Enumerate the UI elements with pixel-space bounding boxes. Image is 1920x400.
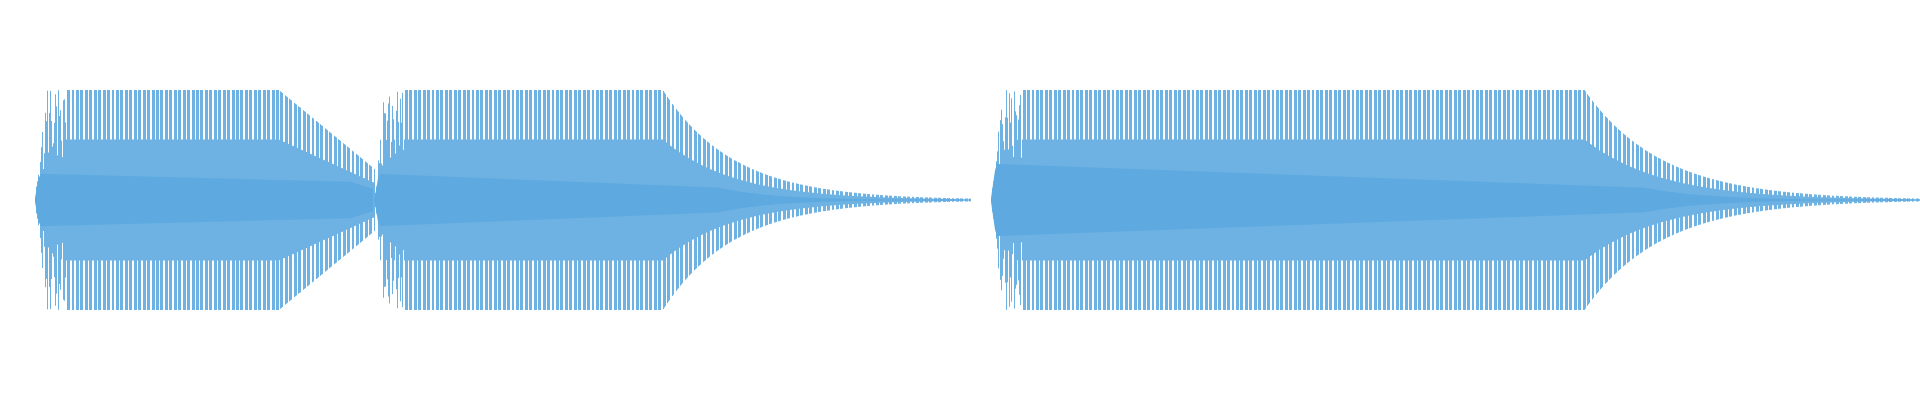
waveform-segment-tone-3 <box>991 90 1920 310</box>
waveform-segment-tone-1 <box>35 90 375 310</box>
waveform-segment-tone-2 <box>374 90 971 310</box>
waveform-layer <box>35 90 1920 310</box>
